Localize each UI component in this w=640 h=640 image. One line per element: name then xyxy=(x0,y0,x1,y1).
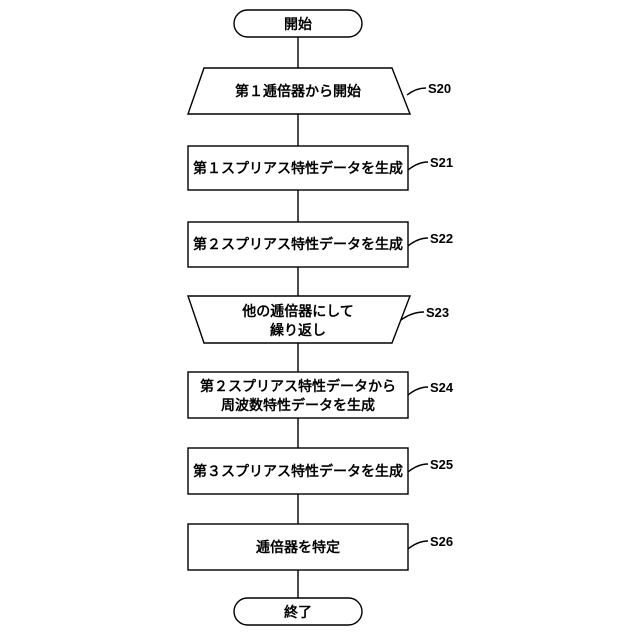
step-s25: 第３スプリアス特性データを生成 S25 xyxy=(188,448,453,494)
step-s24-text-line1: 第２スプリアス特性データから xyxy=(200,378,396,395)
step-s21-id: S21 xyxy=(430,155,453,170)
step-s20-text: 第１逓倍器から開始 xyxy=(235,83,361,100)
end-label: 終了 xyxy=(284,604,312,621)
step-s21: 第１スプリアス特性データを生成 S21 xyxy=(188,146,453,190)
step-s25-id: S25 xyxy=(430,457,453,472)
start-label: 開始 xyxy=(284,16,312,33)
step-s23-leader xyxy=(401,312,424,320)
step-s26: 逓倍器を特定 S26 xyxy=(188,524,453,570)
step-s20-leader xyxy=(407,88,426,95)
step-s24-id: S24 xyxy=(430,380,454,395)
step-s24: 第２スプリアス特性データから 周波数特性データを生成 S24 xyxy=(188,372,454,418)
step-s21-text: 第１スプリアス特性データを生成 xyxy=(193,160,403,177)
step-s20: 第１逓倍器から開始 S20 xyxy=(188,68,451,114)
start-terminal: 開始 xyxy=(234,10,362,37)
step-s23: 他の逓倍器にして 繰り返し S23 xyxy=(188,296,449,343)
step-s26-id: S26 xyxy=(430,534,453,549)
step-s21-leader xyxy=(408,162,428,170)
step-s22-id: S22 xyxy=(430,231,453,246)
step-s20-id: S20 xyxy=(428,81,451,96)
step-s26-text: 逓倍器を特定 xyxy=(256,539,340,556)
step-s24-text-line2: 周波数特性データを生成 xyxy=(221,397,375,414)
step-s24-leader xyxy=(408,387,428,395)
step-s23-text-line2: 繰り返し xyxy=(270,322,326,339)
step-s23-text-line1: 他の逓倍器にして xyxy=(241,303,354,320)
step-s26-leader xyxy=(408,541,428,549)
end-terminal: 終了 xyxy=(234,598,362,625)
step-s22: 第２スプリアス特性データを生成 S22 xyxy=(188,222,453,267)
step-s25-text: 第３スプリアス特性データを生成 xyxy=(193,463,403,480)
step-s22-text: 第２スプリアス特性データを生成 xyxy=(193,236,403,253)
step-s23-id: S23 xyxy=(426,305,449,320)
step-s25-leader xyxy=(408,464,428,472)
step-s22-leader xyxy=(408,238,428,246)
